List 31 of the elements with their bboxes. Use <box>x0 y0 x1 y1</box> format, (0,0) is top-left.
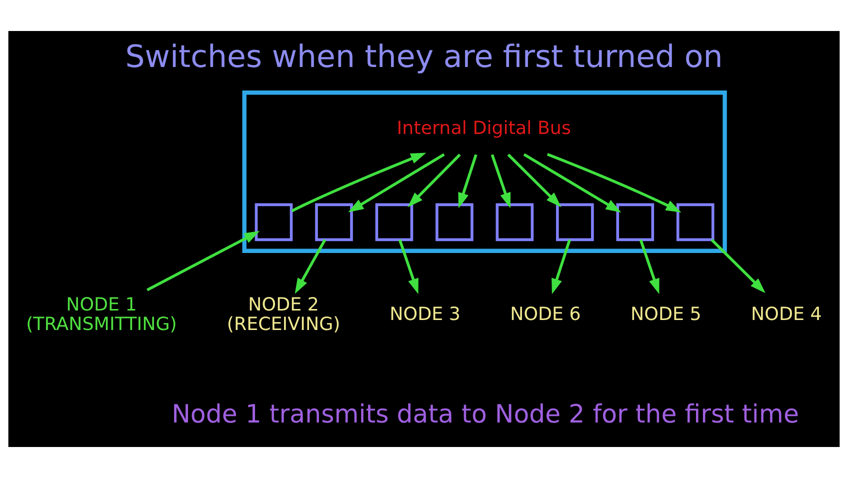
arrow <box>408 154 461 208</box>
arrow <box>146 230 260 292</box>
arrow <box>523 153 622 212</box>
node-text: NODE 2 (RECEIVING) <box>226 294 340 335</box>
node-box <box>375 203 414 242</box>
arrow <box>291 152 426 212</box>
arrow <box>294 239 326 294</box>
diagram-title: Switches when they are first turned on <box>125 38 723 75</box>
arrow <box>710 238 766 294</box>
node-box <box>556 203 594 242</box>
arrow <box>507 154 562 208</box>
arrow <box>348 153 445 212</box>
node-box <box>436 203 474 242</box>
node-box <box>254 203 293 242</box>
node-box <box>496 203 534 242</box>
node-box <box>616 203 654 242</box>
node-text: NODE 5 <box>630 304 702 326</box>
arrow <box>458 154 478 208</box>
node-text: NODE 1 (TRANSMITTING) <box>26 294 177 335</box>
node-text: NODE 6 <box>510 304 581 326</box>
caption: Node 1 transmits data to Node 2 for the first time <box>172 399 799 428</box>
node-box <box>315 203 353 242</box>
arrow <box>398 239 418 294</box>
arrow <box>639 239 660 294</box>
arrow <box>552 239 571 294</box>
arrow <box>490 154 511 208</box>
arrow <box>546 153 682 213</box>
node-text: NODE 4 <box>751 304 822 326</box>
node-box <box>676 203 714 242</box>
node-text: Internal Digital Bus <box>396 118 571 139</box>
node-text: NODE 3 <box>390 304 460 326</box>
